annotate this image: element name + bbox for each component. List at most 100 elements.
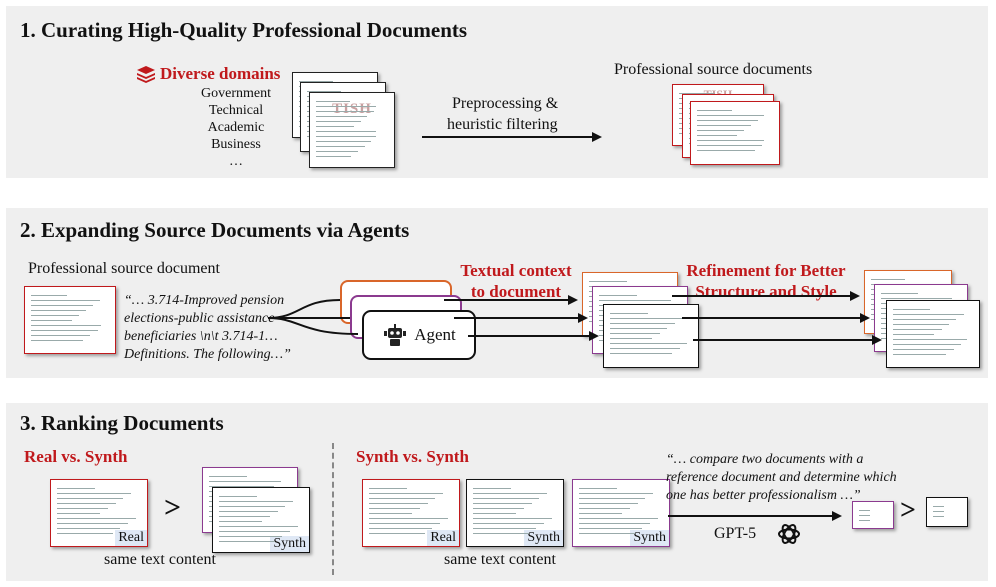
doc-text-line — [369, 518, 448, 519]
step1-label: Textual context to document — [446, 260, 586, 302]
doc-text-line — [57, 503, 116, 504]
doc-text-line — [473, 503, 532, 504]
stack-icon — [137, 66, 155, 83]
step1-line: Textual context — [460, 261, 572, 280]
doc-text-line — [57, 493, 131, 494]
doc-text-line — [697, 115, 764, 116]
doc-text-line — [881, 293, 918, 294]
openai-logo-icon — [778, 524, 800, 544]
prompt-line: reference document and determine which — [666, 470, 897, 485]
doc-text-line — [859, 520, 871, 521]
doc-text-line — [697, 140, 764, 141]
doc-text-line — [316, 101, 350, 102]
doc-text-line — [219, 521, 263, 522]
doc-text-line — [31, 295, 67, 296]
domain-list: Government Technical Academic Business … — [186, 85, 286, 170]
doc-text-line — [219, 501, 293, 502]
synth-tag: Synth — [524, 530, 563, 546]
doc-text-line — [31, 300, 101, 301]
doc-text-line — [316, 121, 361, 122]
section-ranking: 3. Ranking Documents Real vs. Synth Synt… — [6, 403, 988, 581]
doc-text-line — [31, 325, 102, 326]
doc-text-line — [871, 279, 906, 280]
doc-text-line — [369, 508, 420, 509]
doc-text-line — [893, 314, 964, 315]
same-text-label-right: same text content — [444, 551, 556, 568]
doc-text-line — [299, 81, 333, 82]
doc-text-line — [473, 508, 524, 509]
quote-line: Definitions. The following…” — [124, 347, 291, 362]
arrow-label-line2: heuristic filtering — [447, 116, 558, 133]
doc-text-line — [473, 533, 529, 534]
doc-text-line — [473, 518, 552, 519]
doc-text-line — [933, 516, 945, 517]
quote-line: elections-public assistance — [124, 311, 275, 326]
doc-text-line — [697, 150, 756, 151]
doc-text-line — [209, 486, 274, 487]
doc-text-line — [893, 339, 967, 340]
doc-text-line — [579, 498, 646, 499]
doc-text-line — [369, 503, 428, 504]
section-divider — [332, 443, 334, 575]
doc-text-line — [31, 310, 86, 311]
real-doc: Real — [50, 479, 148, 547]
doc-text-line — [610, 353, 673, 354]
doc-text-line — [209, 476, 247, 477]
doc-text-line — [893, 344, 962, 345]
doc-text-line — [57, 508, 108, 509]
doc-text-line — [933, 506, 945, 507]
doc-text-line — [473, 493, 547, 494]
doc-text-line — [369, 523, 441, 524]
doc-text-line — [31, 340, 84, 341]
doc-text-line — [219, 511, 278, 512]
doc-text-line — [599, 300, 672, 301]
doc-text-line — [697, 125, 751, 126]
agent-box: Agent — [362, 310, 476, 360]
doc-text-line — [697, 120, 758, 121]
ranked-doc-purple — [852, 501, 894, 529]
doc-text-line — [579, 493, 653, 494]
quote-line: beneficiaries \n\t 3.714-1… — [124, 329, 278, 344]
doc-text-line — [219, 506, 286, 507]
section-3-title: 3. Ranking Documents — [20, 411, 224, 435]
domain-item: Government — [201, 86, 271, 101]
source-doc — [24, 286, 116, 354]
doc-text-line — [579, 528, 643, 529]
doc-text-line — [31, 315, 79, 316]
doc-text-line — [610, 318, 683, 319]
doc-text-line — [31, 330, 98, 331]
doc-text-line — [610, 328, 668, 329]
doc-text-line — [579, 533, 635, 534]
doc-text-line — [219, 536, 283, 537]
synth-doc-black: Synth — [466, 479, 564, 547]
doc-text-line — [57, 533, 113, 534]
step2-line: Structure and Style — [695, 282, 837, 301]
synth-vs-synth-heading: Synth vs. Synth — [356, 447, 469, 466]
doc-text-line — [610, 348, 680, 349]
doc-text-line — [579, 503, 638, 504]
doc-logo: TISH — [332, 101, 372, 117]
doc-text-line — [316, 141, 372, 142]
doc-text-line — [316, 116, 368, 117]
section-curating: 1. Curating High-Quality Professional Do… — [6, 6, 988, 178]
real-tag: Real — [115, 530, 147, 546]
same-text-label-left: same text content — [104, 551, 216, 568]
synth-doc-purple: Synth — [572, 479, 670, 547]
doc-text-line — [316, 111, 374, 112]
arrow-label-line1: Preprocessing & — [452, 95, 559, 112]
doc-text-line — [473, 523, 545, 524]
section-1-title: 1. Curating High-Quality Professional Do… — [20, 18, 468, 42]
doc-text-line — [579, 508, 630, 509]
source-quote: “… 3.714-Improved pension elections-publ… — [124, 292, 291, 364]
diverse-domains-header: Diverse domains — [136, 64, 280, 84]
doc-text-line — [369, 528, 433, 529]
agent-label: Agent — [414, 325, 456, 344]
step2-label: Refinement for Better Structure and Styl… — [666, 260, 866, 302]
prompt-line: one has better professionalism …” — [666, 488, 861, 503]
doc-text-line — [893, 329, 942, 330]
real-tag: Real — [427, 530, 459, 546]
doc-text-line — [697, 135, 737, 136]
doc-text-line — [57, 488, 96, 489]
doc-text-line — [893, 349, 954, 350]
doc-text-line — [369, 513, 413, 514]
